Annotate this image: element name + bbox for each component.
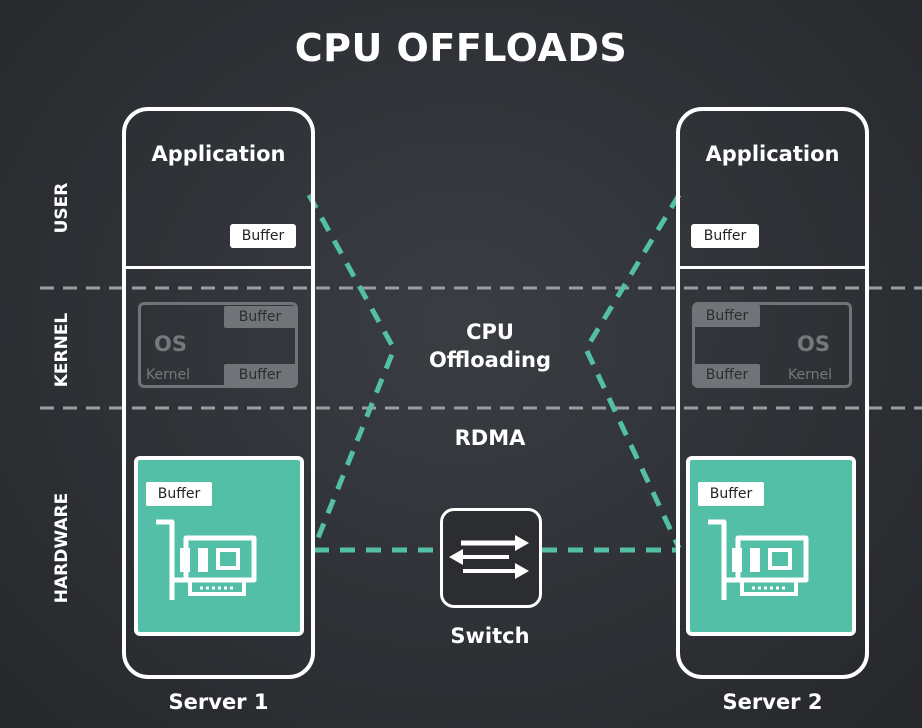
server-1-nic-buffer: Buffer <box>146 482 212 506</box>
diagram-title: CPU OFFLOADS <box>294 26 628 70</box>
server-2-divider <box>678 266 867 269</box>
server-2-kernel-label: Kernel <box>788 367 832 383</box>
server-2-os-buffer-top: Buffer <box>694 305 760 327</box>
server-1-user-buffer: Buffer <box>230 224 296 248</box>
server-2-application-label: Application <box>705 142 840 166</box>
switch-label: Switch <box>450 624 530 648</box>
server-2-os-box <box>692 302 852 388</box>
server-2-nic-card-icon <box>708 519 809 600</box>
server-2-nic-box: Buffer <box>686 456 856 636</box>
server-1-application-label: Application <box>151 142 286 166</box>
rdma-path-left <box>306 193 397 549</box>
cpu-offloading-line1: CPU <box>466 320 514 344</box>
rdma-path-right <box>583 193 682 550</box>
server-1-os-buffer-top: Buffer <box>224 306 296 328</box>
server-1-frame <box>122 107 315 679</box>
cpu-offloading-line2: Offloading <box>428 348 552 372</box>
server-2-frame <box>676 107 869 679</box>
server-1-os-label: OS <box>154 332 187 356</box>
switch-box <box>440 508 542 608</box>
cpu-offloading-label: CPU Offloading <box>400 320 580 372</box>
server-1-divider <box>124 266 313 269</box>
server-1-os-buffer-bottom: Buffer <box>224 364 296 386</box>
server-2-nic-buffer: Buffer <box>698 482 764 506</box>
server-2-os-buffer-bottom: Buffer <box>694 364 760 386</box>
rdma-label: RDMA <box>454 426 526 450</box>
server-1-label: Server 1 <box>168 690 269 714</box>
server-2-user-buffer: Buffer <box>691 224 759 248</box>
server-1-os-box <box>138 302 298 388</box>
switch-arrows-icon <box>449 535 529 579</box>
server-1-nic-box: Buffer <box>134 456 304 636</box>
server-1-nic-card-icon <box>156 519 257 600</box>
server-1-kernel-label: Kernel <box>146 367 190 383</box>
server-2-label: Server 2 <box>722 690 823 714</box>
server-2-os-label: OS <box>797 332 830 356</box>
